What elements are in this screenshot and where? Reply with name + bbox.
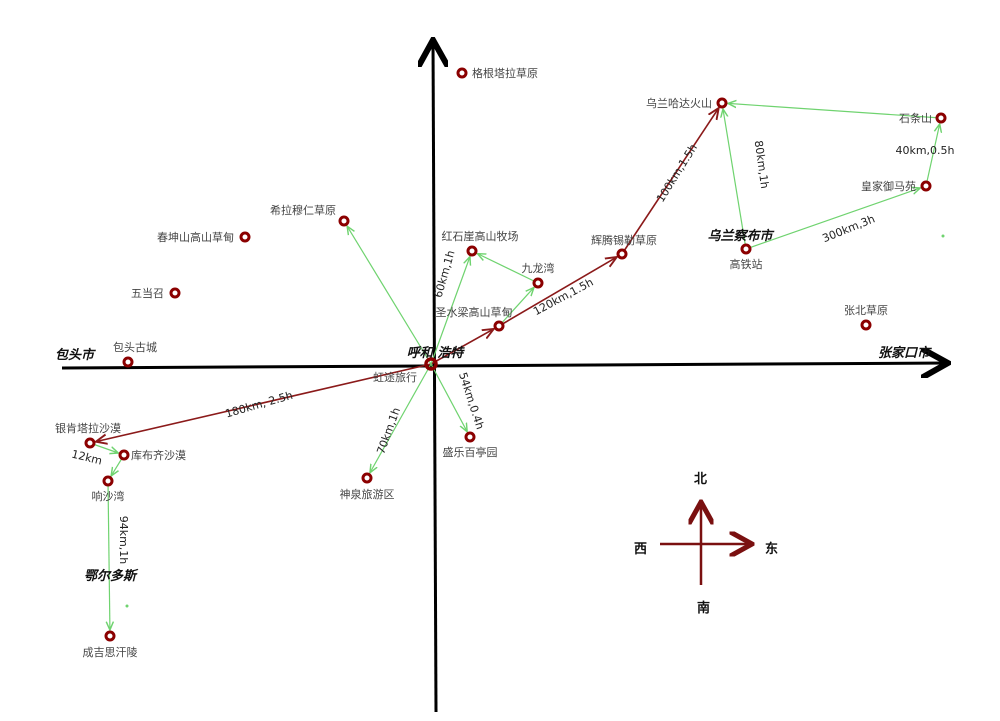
poi-label-chunkunshan: 春坤山高山草甸 [157, 230, 234, 244]
route-hohhot-shengshuiliang [430, 329, 494, 365]
route-distance-label: 40km,0.5h [895, 144, 954, 157]
route-distance-label: 180km, 2.5h [224, 389, 294, 421]
poi-marker-hohhot[interactable] [424, 357, 438, 371]
poi-label-huiteng: 辉腾锡勒草原 [591, 233, 657, 247]
poi-marker-hongshiya[interactable] [466, 245, 478, 257]
y-axis [433, 40, 436, 713]
poi-marker-gaotiezhan[interactable] [740, 243, 752, 255]
poi-label-baotougucheng: 包头古城 [113, 341, 157, 354]
poi-label-shenquan: 神泉旅游区 [340, 487, 395, 501]
route-distance-label: 12km [70, 448, 103, 468]
poi-label-wulanhada: 乌兰哈达火山 [646, 96, 712, 110]
route-distance-label: 70km,1h [374, 406, 403, 456]
route-shengshuiliang-jiulongwan [498, 287, 534, 327]
route-gaotiezhan-huangjia [745, 188, 920, 250]
route-distance-label: 100km,1.5h [654, 142, 700, 205]
poi-label-gaotiezhan: 高铁站 [730, 257, 763, 271]
poi-label-jiulongwan: 九龙湾 [522, 261, 555, 275]
route-gaotiezhan-wulanhada [723, 109, 747, 250]
poi-marker-jiulongwan[interactable] [532, 277, 544, 289]
route-huangjia-shitiaoshan [925, 124, 940, 187]
route-hohhot-shengle [430, 363, 467, 432]
poi-marker-gegentala[interactable] [456, 67, 468, 79]
poi-label-kubuqi: 库布齐沙漠 [131, 448, 186, 462]
poi-label-zhangbei: 张北草原 [844, 304, 888, 317]
poi-marker-shenquan[interactable] [361, 472, 373, 484]
route-jiulongwan-hongshiya [477, 254, 539, 284]
small-marker [941, 234, 945, 238]
poi-label-wudangzhao: 五当召 [131, 286, 164, 300]
poi-label-huangjia: 皇家御马苑 [861, 179, 916, 193]
poi-marker-xiangshawan[interactable] [102, 475, 114, 487]
route-hohhot-hongshiya [430, 257, 470, 365]
poi-label-gegentala: 格根塔拉草原 [472, 66, 538, 80]
x-axis [61, 363, 948, 368]
route-distance-label: 60km,1h [432, 249, 458, 299]
poi-marker-huangjia[interactable] [920, 180, 932, 192]
poi-label-shengshuiliang: 圣水梁高山草甸 [436, 305, 513, 319]
poi-marker-kubuqi[interactable] [118, 449, 130, 461]
poi-marker-wudangzhao[interactable] [169, 287, 181, 299]
poi-marker-baotougucheng[interactable] [122, 356, 134, 368]
route-distance-label: 80km,1h [752, 140, 772, 190]
route-distance-label: 94km,1h [117, 516, 130, 565]
poi-label-shengle: 盛乐百亭园 [443, 445, 498, 459]
poi-marker-shengshuiliang[interactable] [493, 320, 505, 332]
route-shitiaoshan-wulanhada [728, 103, 942, 119]
poi-marker-chunkunshan[interactable] [239, 231, 251, 243]
route-hohhot-shenquan [370, 363, 432, 473]
poi-label-yinken: 银肯塔拉沙漠 [55, 421, 121, 435]
poi-marker-huiteng[interactable] [616, 248, 628, 260]
compass-north: 北 [694, 472, 707, 487]
route-distance-label: 54km,0.4h [456, 371, 487, 431]
poi-marker-xilamuren[interactable] [338, 215, 350, 227]
poi-label-shitiaoshan: 石条山 [899, 111, 932, 125]
small-marker [125, 604, 129, 608]
city-label-zhangjiakou: 张家口市 [878, 345, 932, 361]
route-huiteng-wulanhada [621, 108, 719, 255]
compass-east: 东 [765, 541, 778, 557]
route-hohhot-yinken [96, 363, 432, 442]
compass-south: 南 [697, 600, 710, 616]
compass: 北 南 西 东 [634, 472, 778, 616]
compass-west: 西 [634, 542, 647, 557]
city-label-ordos: 鄂尔多斯 [84, 568, 139, 584]
route-shengshuiliang-huiteng [498, 257, 617, 327]
poi-marker-shitiaoshan[interactable] [935, 112, 947, 124]
poi-marker-zhangbei[interactable] [860, 319, 872, 331]
poi-marker-wulanhada[interactable] [716, 97, 728, 109]
city-label-ulanqab: 乌兰察布市 [707, 228, 774, 244]
poi-marker-yinken[interactable] [84, 437, 96, 449]
poi-label-xiangshawan: 响沙湾 [92, 489, 125, 503]
poi-label-xilamuren: 希拉穆仁草原 [270, 203, 336, 217]
route-hohhot-xilamuren [347, 226, 432, 365]
city-label-baotou: 包头市 [55, 347, 96, 363]
poi-label-hongtu: 虹途旅行 [373, 370, 417, 384]
poi-label-chengjisihan: 成吉思汗陵 [83, 646, 138, 659]
route-distance-label: 300km,3h [820, 212, 876, 245]
poi-marker-chengjisihan[interactable] [104, 630, 116, 642]
route-xiangshawan-chengjisihan [108, 480, 110, 630]
poi-marker-shengle[interactable] [464, 431, 476, 443]
poi-label-hongshiya: 红石崖高山牧场 [442, 229, 519, 243]
city-label-hohhot: 呼和 浩特 [407, 345, 466, 361]
